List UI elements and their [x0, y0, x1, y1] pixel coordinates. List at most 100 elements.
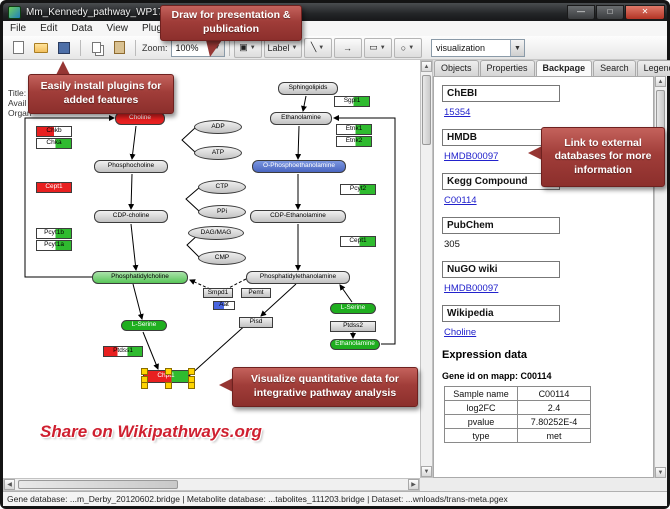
arrow-tool[interactable]: → — [333, 37, 362, 58]
pathway-node-pcyt2[interactable]: Pcyt2 — [340, 184, 376, 195]
menu-view[interactable]: View — [106, 23, 128, 34]
minimize-button[interactable]: — — [567, 4, 595, 20]
pathway-info-line: Title: — [8, 88, 27, 98]
selection-handle[interactable] — [188, 368, 195, 375]
label-tool[interactable]: Label▼ — [263, 37, 302, 58]
selection-handle[interactable] — [188, 375, 195, 383]
scroll-right-icon[interactable]: ▶ — [408, 479, 419, 490]
pathway-node-phosphatidylethanolamine[interactable]: Phosphatidylethanolamine — [246, 271, 350, 284]
pathway-info-line: Avail — [8, 98, 27, 108]
selection-handle[interactable] — [188, 382, 195, 389]
chevron-down-icon: ▼ — [249, 44, 256, 51]
expression-data-heading: Expression data — [442, 349, 527, 361]
external-link-hmdb00097[interactable]: HMDB00097 — [444, 151, 499, 162]
open-button[interactable] — [30, 38, 52, 58]
pathway-node-phosphocholine[interactable]: Phosphocholine — [94, 160, 168, 173]
pathway-node-atp[interactable]: ATP — [194, 146, 242, 160]
canvas-horizontal-scrollbar[interactable]: ◀ ▶ — [3, 478, 420, 491]
external-link-hmdb00097[interactable]: HMDB00097 — [444, 283, 499, 294]
maximize-button[interactable]: □ — [596, 4, 624, 20]
selection-handle[interactable] — [141, 375, 148, 383]
selection-handle[interactable] — [141, 382, 148, 389]
pathway-node-cdp-choline[interactable]: CDP-choline — [94, 210, 168, 223]
pathway-node-phosphatidylcholine[interactable]: Phosphatidylcholine — [92, 271, 188, 284]
node-label: Aat — [219, 301, 229, 309]
menu-plugins[interactable]: Plugins — [141, 23, 175, 34]
tab-search[interactable]: Search — [593, 60, 636, 76]
pathway-node-etnk1[interactable]: Etnk1 — [336, 124, 372, 135]
node-label: Pemt — [248, 288, 264, 296]
pathway-node-pisd[interactable]: Pisd — [239, 317, 273, 328]
copy-button[interactable] — [85, 38, 107, 58]
pathway-node-cept1-left[interactable]: Cept1 — [36, 182, 72, 193]
pathway-node-adp[interactable]: ADP — [194, 120, 242, 134]
pathway-node-cept1-right[interactable]: Cept1 — [340, 236, 376, 247]
pathway-node-ethanolamine-top[interactable]: Ethanolamine — [270, 112, 332, 125]
scroll-up-icon[interactable]: ▲ — [655, 76, 666, 87]
pathway-node-ctp[interactable]: CTP — [198, 180, 246, 194]
pathway-node-chka[interactable]: Chka — [36, 138, 72, 149]
pathway-node-sgpl1[interactable]: Sgpl1 — [334, 96, 370, 107]
save-button[interactable] — [53, 38, 75, 58]
scroll-thumb[interactable] — [18, 480, 178, 489]
menu-edit[interactable]: Edit — [40, 23, 58, 34]
pathway-node-sphingolipids[interactable]: Sphingolipids — [278, 82, 338, 95]
copy-icon — [91, 42, 101, 53]
tab-legend[interactable]: Legend — [636, 60, 670, 76]
scroll-up-icon[interactable]: ▲ — [421, 61, 432, 72]
external-link-c00114[interactable]: C00114 — [444, 195, 477, 206]
pathway-node-etnk2[interactable]: Etnk2 — [336, 136, 372, 147]
node-label: Sgpl1 — [343, 97, 361, 105]
pathway-node-cmp[interactable]: CMP — [198, 251, 246, 265]
line-menu[interactable]: ╲▼ — [303, 37, 332, 58]
new-button[interactable] — [7, 38, 29, 58]
scroll-thumb[interactable] — [422, 75, 431, 145]
pathway-node-chpt1[interactable]: Chpt1 — [141, 368, 195, 389]
paste-button[interactable] — [108, 38, 130, 58]
menu-file[interactable]: File — [10, 23, 27, 34]
pathway-node-aat[interactable]: Aat — [213, 301, 235, 310]
pathway-node-chkb[interactable]: Chkb — [36, 126, 72, 137]
visualization-select[interactable]: visualization ▼ — [431, 39, 525, 57]
external-link-choline[interactable]: Choline — [444, 327, 477, 338]
canvas-vertical-scrollbar[interactable]: ▲ ▼ — [420, 60, 433, 478]
pathway-node-ppi[interactable]: PPi — [198, 205, 246, 219]
tab-objects[interactable]: Objects — [434, 60, 479, 76]
backpage-section-nugo-wiki: NuGO wiki — [442, 261, 560, 278]
backpage-section-hmdb: HMDB — [442, 129, 560, 146]
pathway-node-ptdss1[interactable]: Ptdss1 — [103, 346, 143, 357]
tab-backpage[interactable]: Backpage — [535, 60, 593, 76]
pathway-node-pcyt1b[interactable]: Pcyt1b — [36, 228, 72, 239]
scroll-left-icon[interactable]: ◀ — [4, 479, 15, 490]
pathway-node-cdp-ethanolamine[interactable]: CDP-Ethanolamine — [250, 210, 346, 223]
menu-data[interactable]: Data — [71, 23, 93, 34]
pathway-node-dag-mag[interactable]: DAG/MAG — [188, 226, 244, 240]
selection-handle[interactable] — [165, 382, 172, 389]
pathway-node-smpd1[interactable]: Smpd1 — [203, 288, 233, 298]
shape-menu[interactable]: ▭▼ — [363, 37, 392, 58]
external-link-15354[interactable]: 15354 — [444, 107, 471, 118]
node-label: Smpd1 — [207, 288, 229, 296]
backpage-section-wikipedia: Wikipedia — [442, 305, 560, 322]
node-label: Etnk1 — [345, 125, 363, 133]
pathway-node-l-serine-left[interactable]: L-Serine — [121, 320, 167, 331]
scroll-down-icon[interactable]: ▼ — [655, 467, 666, 478]
pathway-node-pemt[interactable]: Pemt — [241, 288, 271, 298]
pathway-node-pcyt1a[interactable]: Pcyt1a — [36, 240, 72, 251]
datanode-menu[interactable]: ▣▼ — [233, 37, 262, 58]
pathway-node-l-serine-right[interactable]: L-Serine — [330, 303, 376, 314]
selection-handle[interactable] — [165, 368, 172, 375]
close-button[interactable]: ✕ — [625, 4, 665, 20]
tab-properties[interactable]: Properties — [479, 60, 535, 76]
selection-handle[interactable] — [141, 368, 148, 375]
pathway-node-o-phosphoethanolamine[interactable]: O-Phosphoethanolamine — [252, 160, 346, 173]
pathway-node-ethanolamine-right[interactable]: Ethanolamine — [330, 339, 380, 350]
pathway-node-ptdss2[interactable]: Ptdss2 — [330, 321, 376, 332]
ellipse-menu[interactable]: ○▼ — [393, 37, 422, 58]
scroll-down-icon[interactable]: ▼ — [421, 466, 432, 477]
